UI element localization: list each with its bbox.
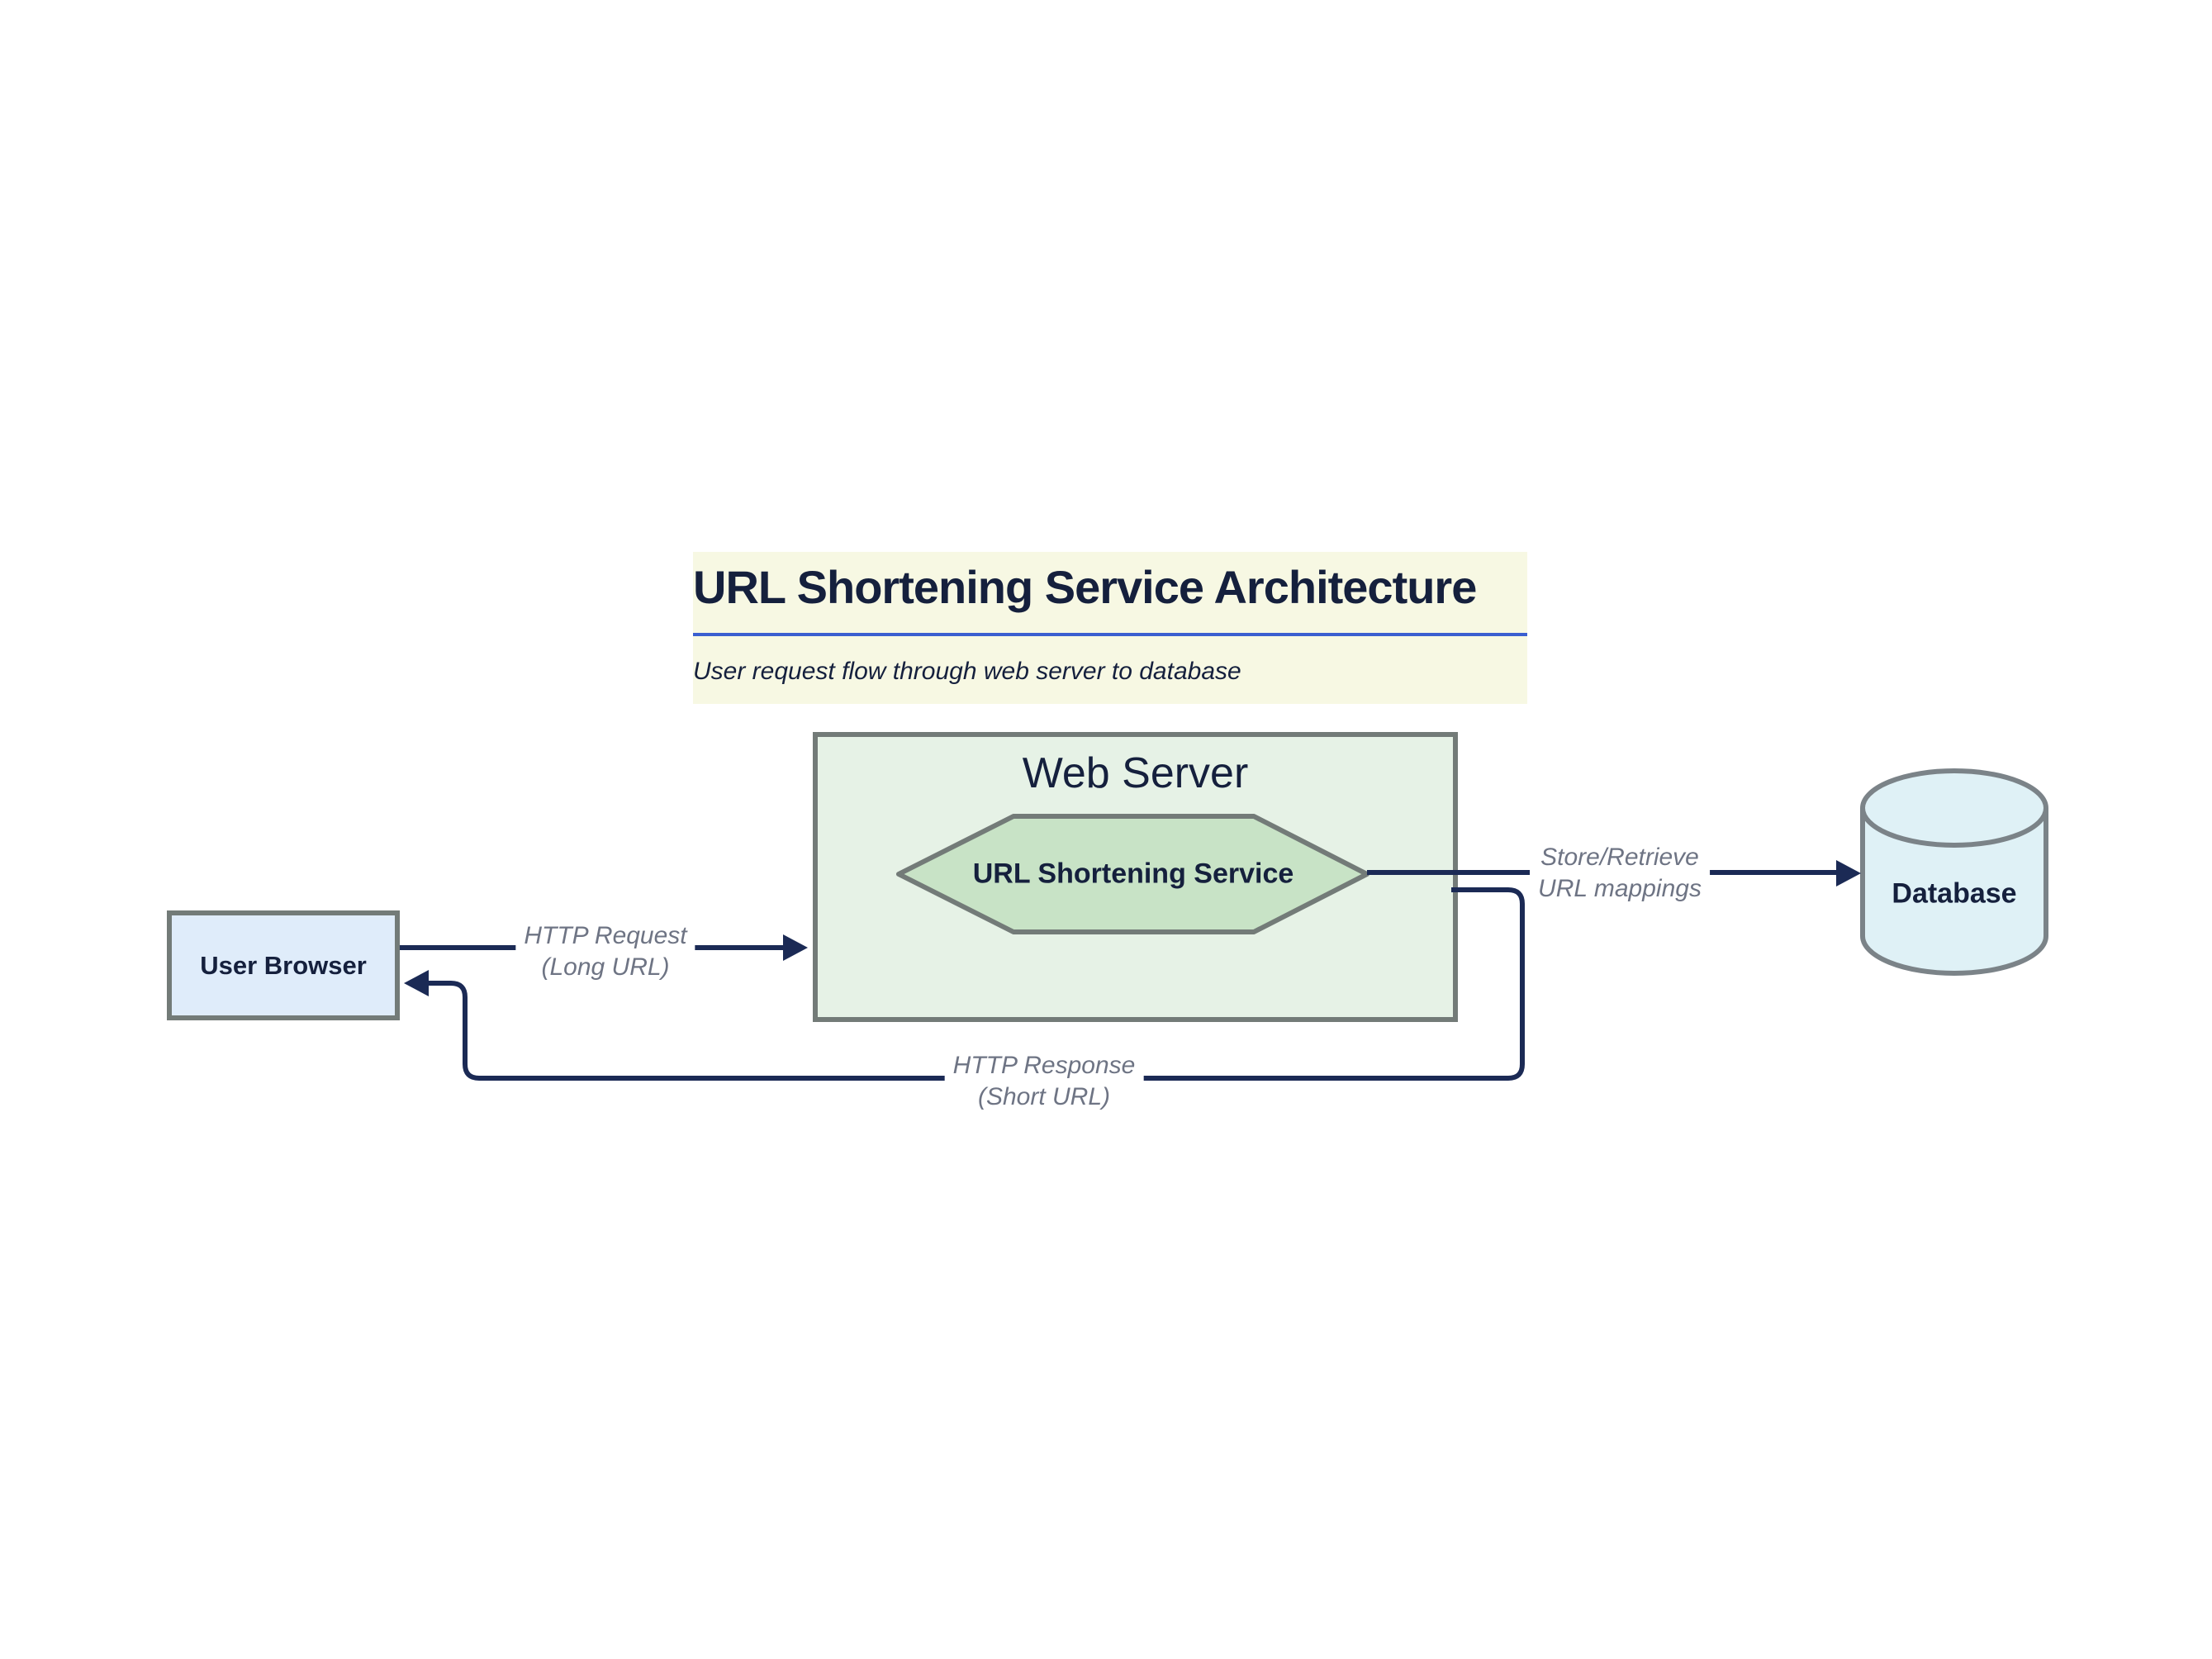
database-cylinder-body bbox=[1860, 808, 2048, 976]
store-retrieve-edge-label: Store/Retrieve URL mappings bbox=[1530, 842, 1710, 905]
database-label: Database bbox=[1892, 877, 2017, 910]
page-title: URL Shortening Service Architecture bbox=[693, 561, 1477, 613]
page-subtitle: User request flow through web server to … bbox=[693, 657, 1241, 685]
database-cylinder-top bbox=[1860, 768, 2048, 848]
store-retrieve-edge-label-line2: URL mappings bbox=[1538, 875, 1702, 902]
http-response-edge-label-line1: HTTP Response bbox=[952, 1052, 1136, 1079]
http-response-edge-label: HTTP Response (Short URL) bbox=[944, 1050, 1144, 1113]
node-user-browser: User Browser bbox=[167, 910, 400, 1020]
http-response-arrowhead-icon bbox=[404, 970, 429, 996]
url-shortening-service-label: URL Shortening Service bbox=[972, 858, 1294, 890]
title-underline bbox=[693, 632, 1527, 636]
store-retrieve-edge-label-line1: Store/Retrieve bbox=[1540, 844, 1699, 871]
store-retrieve-arrowhead-icon bbox=[1836, 860, 1861, 887]
http-request-arrowhead-icon bbox=[783, 934, 808, 961]
title-block: URL Shortening Service Architecture User… bbox=[693, 552, 1527, 704]
web-server-label: Web Server bbox=[1022, 749, 1249, 797]
http-request-edge-label-line1: HTTP Request bbox=[524, 922, 687, 949]
user-browser-label: User Browser bbox=[200, 950, 367, 980]
http-response-edge-label-line2: (Short URL) bbox=[977, 1083, 1111, 1110]
http-request-edge-label-line2: (Long URL) bbox=[541, 953, 670, 981]
http-request-edge-label: HTTP Request (Long URL) bbox=[515, 920, 695, 983]
